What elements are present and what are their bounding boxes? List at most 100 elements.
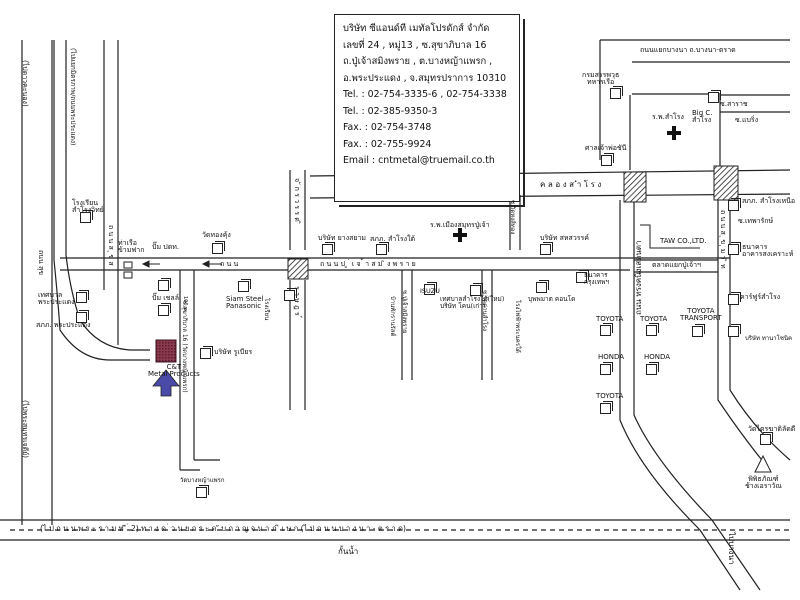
- landmark-toyota-2-box: [646, 323, 659, 336]
- landmark-isuzu: ISUZU: [420, 287, 440, 295]
- landmark-school-box: [80, 210, 93, 223]
- road-label-thanon: ถ น น: [220, 260, 239, 268]
- landmark-toyota-2: TOYOTA: [640, 315, 668, 323]
- road-label-left-1: (ไปดาวคะนอง): [21, 60, 29, 107]
- canal-label: ค ล อ ง ส ำ โ ร ง: [540, 180, 602, 189]
- landmark-kromsapsin-box: [610, 86, 623, 99]
- bottom-note: กั้นน้ำ: [338, 547, 359, 556]
- landmark-school-right: โรงไฟฟ้าพระนครใต้: [514, 300, 521, 353]
- landmark-bigc: Big C. สำโรง: [692, 109, 713, 125]
- landmark-thesaban-samrong: เทศบาลสำโรงใต้(ใหม่) บริษัท โคน(เก่า): [440, 295, 505, 310]
- landmark-ct: C&T Metal Products: [148, 363, 200, 379]
- landmark-thesaban: เทศบาล พระประแดง: [38, 291, 75, 307]
- landmark-bigc-box: [708, 90, 721, 103]
- landmark-ptt: ปั๊ม ปตท.: [152, 243, 180, 251]
- location-arrow: [152, 369, 180, 397]
- landmark-honda-2-box: [646, 362, 659, 375]
- landmark-sahawat-box: [540, 242, 553, 255]
- landmark-bangsaothong: บริษัท ยางสยาม: [318, 234, 367, 242]
- landmark-school-mid-box: [284, 288, 297, 301]
- landmark-tha-kham: ตลาดแยกปู่เจ้าฯ: [652, 261, 701, 269]
- landmark-saan-chao: ศาลเจ้าพ่อชันี: [585, 144, 627, 152]
- landmark-plaza-box: [536, 280, 549, 293]
- landmark-toyota-transport-box: [692, 324, 705, 337]
- email-line[interactable]: Email : cntmetal@truemail.co.th: [343, 155, 495, 166]
- junction-canal-right: [713, 165, 739, 201]
- landmark-krungthep: ธนาคาร กรุงเทพฯ: [584, 271, 610, 286]
- landmark-carrefour-box: [728, 292, 741, 305]
- landmark-rubia: บริษัท รูเบียร: [214, 348, 253, 356]
- road-label-thepharak-soi: ซ.เทพารักษ์: [738, 217, 774, 225]
- landmark-sakon: สภภ. พระประแดง: [36, 321, 91, 329]
- junction-canal-left: [623, 171, 647, 203]
- road-label-suksawat-2: ถนน สุข: [37, 250, 45, 276]
- landmark-taw: TAW CO.,LTD.: [660, 237, 707, 245]
- landmark-toyota-3: TOYOTA: [596, 392, 624, 400]
- landmark-bank-thai: ธนาคาร อาคารสงเคราะห์: [742, 243, 794, 259]
- landmark-sakon-thepharak: สภภ. สำโรงเหนือ: [742, 197, 796, 205]
- landmark-s-thepharak: บริษัท ทานาโซนิค: [745, 335, 793, 342]
- distance-label: 100 ม.: [182, 296, 188, 313]
- landmark-sakon-box: [76, 310, 89, 323]
- road-srinakarin-a: [619, 200, 741, 591]
- landmark-rp-samrong: ร.พ.สำโรง: [652, 113, 684, 121]
- landmark-wat-bangya-box: [196, 485, 209, 498]
- landmark-toyota-3-box: [600, 401, 613, 414]
- road-label-soi-pu: ซ.ปู่เจ้าสมิงพราย: [401, 290, 408, 334]
- road-label-suksawat-1: ถ น น ส ุ ข ส: [107, 225, 115, 266]
- landmark-sahawat: บริษัท สหสวรรค์: [540, 234, 589, 242]
- landmark-pier: ท่าเรือ ข้ามฟาก: [118, 239, 145, 255]
- landmark-museum: พิพิธภัณฑ์ ช้างเอราวัณ: [745, 475, 782, 491]
- landmark-wat-box: [212, 241, 225, 254]
- landmark-school: โรงเรียน สำโรงวิทย์: [72, 199, 104, 215]
- landmark-shell: ปั๊ม เชลล์: [152, 294, 180, 302]
- road-label-pu-chao: ถ น น ป ู ่ เ จ ้ า ส ม ิ ง พ ร า ย: [320, 260, 416, 268]
- junction-mid: [287, 258, 309, 280]
- landmark-rubia-box: [200, 346, 213, 359]
- road-label-left-3: (ไปพระสมุทรเจดีย์): [21, 400, 29, 458]
- museum-triangle: [754, 454, 772, 473]
- landmark-wat-khao: วัดไตรฆาติลัดดี: [748, 425, 796, 433]
- road-label-srinakarin: ถนน ทรงคนิงเสดนตา: [634, 240, 643, 316]
- landmark-thepharak-box: [728, 324, 741, 337]
- road-label-mid-1: จ ั ก ร ว ร ร ด ิ: [293, 178, 301, 225]
- tel-line-1: Tel. : 02-754-3335-6 , 02-754-3338: [343, 89, 507, 100]
- landmark-bank-thai-box: [728, 242, 741, 255]
- company-info-box: บริษัท ซีแอนด์ที เมทัลโปรดักส์ จำกัด เลข…: [334, 14, 525, 207]
- road-label-thepharak: ถ น น ส ุ ข ุ ม ว ิ ท: [719, 210, 727, 269]
- landmark-wat-thong: วัดทองคุ้ง: [202, 231, 231, 239]
- landmark-plaza: บุพพมาต คอนโด: [528, 295, 576, 303]
- landmark-carrefour: คาร์ฟูร์สำโรง: [740, 293, 781, 301]
- landmark-toyota-transport: TOYOTA TRANSPORT: [680, 307, 722, 323]
- landmark-school-mid: โรงเรียน: [263, 298, 270, 321]
- landmark-sakon-samrong: สภภ. สำโรงใต้: [370, 235, 416, 243]
- landmark-wat-khao-box: [760, 432, 773, 445]
- landmark-banpakran: บ้านพักรานรัสต์: [389, 296, 396, 337]
- landmark-thesaban-box: [76, 290, 89, 303]
- ct-building: [155, 339, 177, 363]
- landmark-isuzu-box: [424, 282, 437, 295]
- landmark-honda-2: HONDA: [644, 353, 671, 361]
- road-label-sarach: ซ.สาราช: [720, 100, 748, 108]
- landmark-ptt-box: [158, 278, 171, 291]
- fax-line-1: Fax. : 02-754-3748: [343, 122, 432, 133]
- landmark-saan-box: [601, 153, 614, 166]
- address-line-2: ถ.ปู่เจ้าสมิงพราย , ต.บางหญ้าแพรก ,: [343, 56, 493, 67]
- landmark-shell-box: [158, 303, 171, 316]
- landmark-thesaban-samrong-box: [470, 283, 483, 296]
- landmark-honda-1-box: [600, 362, 613, 375]
- road-left-c: [53, 40, 150, 361]
- tel-line-2: Tel. : 02-385-9350-3: [343, 105, 438, 117]
- landmark-bangsao-box: [322, 242, 335, 255]
- landmark-siam-steel: Siam Steel Panasonic: [226, 295, 264, 311]
- landmark-sakon-samrong-box: [376, 242, 389, 255]
- landmark-hospital: ร.พ.เมืองสมุทรปู่เจ้า: [430, 221, 490, 229]
- expressway-label: (ไ ป ถ น น พ ร ะ ร า ม ท ี ่ 2) ท า ง ด …: [40, 524, 406, 533]
- road-label-bangna: ถนนแยกบางนา ถ.บางนา-ตราด: [640, 46, 736, 54]
- landmark-kromsapsin: กรมสรรพวุธ ทหารเรือ: [582, 71, 620, 87]
- landmark-toyota-1-box: [600, 323, 613, 336]
- road-label-left-2: (ไปแยกมิตรภาพ/ถนนพระประแดง): [69, 48, 77, 146]
- road-srinakarin-b: [633, 200, 761, 591]
